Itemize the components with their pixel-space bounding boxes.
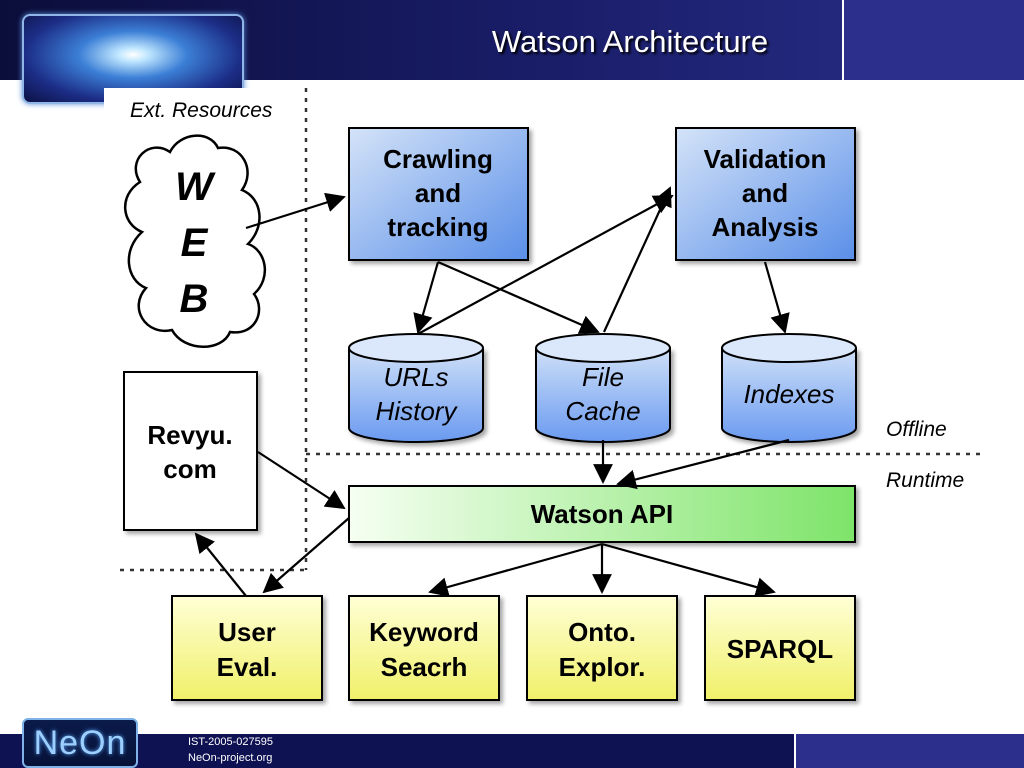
web-letter-b: B <box>180 277 209 321</box>
neon-logo: NeOn <box>22 718 138 768</box>
crawling-tracking-box: Crawling and tracking <box>348 127 529 261</box>
crawling-line-2: and <box>415 178 461 208</box>
ext-resources-label: Ext. Resources <box>130 99 273 122</box>
footer-project-id: IST-2005-027595 <box>188 736 274 748</box>
revyu-line-2: com <box>163 454 216 484</box>
user-eval-box: User Eval. <box>171 595 323 701</box>
arrow-api-to-sparql <box>601 542 776 597</box>
slide-title: Watson Architecture <box>491 24 769 59</box>
sparql-box: SPARQL <box>704 595 856 701</box>
file-cache-line-2: Cache <box>565 396 640 426</box>
web-letter-e: E <box>181 221 209 265</box>
watson-api-label: Watson API <box>531 499 674 529</box>
file-cache-line-1: File <box>582 362 624 392</box>
validation-line-2: and <box>742 178 788 208</box>
crawling-line-1: Crawling <box>383 144 493 174</box>
onto-explor-line-1: Onto. <box>568 617 636 647</box>
indexes-cylinder: Indexes <box>721 333 857 443</box>
web-cloud: W E B <box>123 134 267 348</box>
arrow-user-eval-to-revyu <box>194 532 247 597</box>
validation-analysis-box: Validation and Analysis <box>675 127 856 261</box>
footer-right-strip <box>794 734 1024 768</box>
crawling-line-3: tracking <box>387 212 488 242</box>
arrow-api-to-keyword <box>428 542 603 597</box>
validation-line-1: Validation <box>704 144 827 174</box>
keyword-search-line-2: Seacrh <box>381 652 468 682</box>
offline-label: Offline <box>886 418 947 441</box>
file-cache-cylinder: File Cache <box>535 333 671 443</box>
revyu-line-1: Revyu. <box>147 420 232 450</box>
onto-explor-box: Onto. Explor. <box>526 595 678 701</box>
sparql-label: SPARQL <box>727 634 834 664</box>
urls-history-line-2: History <box>376 396 459 426</box>
user-eval-line-1: User <box>218 617 276 647</box>
arrow-crawling-to-cache <box>437 260 600 334</box>
runtime-label: Runtime <box>886 469 964 492</box>
revyu-box: Revyu. com <box>123 371 258 531</box>
arrow-crawling-to-urls <box>413 261 440 334</box>
indexes-label: Indexes <box>743 379 834 409</box>
web-letter-w: W <box>175 165 216 209</box>
arrow-web-to-crawling <box>245 192 346 230</box>
urls-history-line-1: URLs <box>383 362 448 392</box>
footer-project-url: NeOn-project.org <box>188 752 273 764</box>
validation-line-3: Analysis <box>712 212 819 242</box>
arrow-cache-to-validation <box>603 186 672 333</box>
arrow-indexes-to-api <box>616 438 790 490</box>
header-right-strip <box>842 0 1024 80</box>
onto-explor-line-2: Explor. <box>559 652 646 682</box>
keyword-search-box: Keyword Seacrh <box>348 595 500 701</box>
keyword-search-line-1: Keyword <box>369 617 479 647</box>
arrow-validation-to-indexes <box>763 261 790 334</box>
user-eval-line-2: Eval. <box>217 652 278 682</box>
arrow-urls-to-validation <box>417 195 674 335</box>
urls-history-cylinder: URLs History <box>348 333 484 443</box>
arrow-api-to-user-eval <box>262 517 350 594</box>
watson-api-bar: Watson API <box>348 485 856 543</box>
arrow-revyu-to-api <box>257 451 346 510</box>
